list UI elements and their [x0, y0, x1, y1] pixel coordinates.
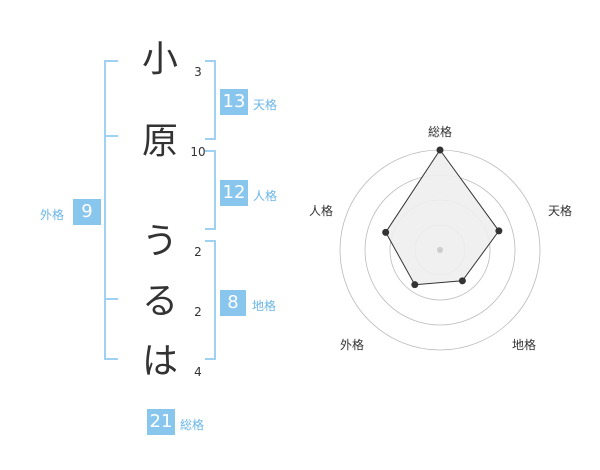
radar-label-gai: 外格 — [340, 338, 365, 352]
outer-bracket-mid-bottom — [104, 298, 118, 300]
sou-kaku-value: 21 — [147, 409, 175, 435]
gai-kaku-label: 外格 — [40, 208, 65, 222]
outer-bracket-line — [104, 60, 106, 360]
stroke-count-5: 4 — [194, 365, 202, 379]
chi-bracket-bottom — [205, 358, 216, 360]
name-char-4: る — [141, 281, 178, 322]
name-char-3: う — [141, 221, 178, 262]
radar-area — [385, 149, 500, 286]
stroke-count-4: 2 — [194, 305, 202, 319]
radar-point-1 — [495, 227, 503, 235]
radar-label-jin: 人格 — [309, 204, 334, 218]
radar-points — [382, 146, 503, 289]
name-char-5: は — [141, 341, 178, 382]
sou-kaku-label: 総格 — [180, 418, 205, 432]
ten-bracket-top — [205, 60, 216, 62]
jin-kaku-value: 12 — [220, 180, 248, 206]
radar-point-3 — [411, 281, 419, 289]
outer-bracket-top — [104, 60, 118, 62]
stroke-count-2: 10 — [190, 145, 206, 159]
jin-bracket-bottom — [205, 228, 216, 230]
radar-point-0 — [436, 146, 444, 154]
jin-bracket-line — [214, 150, 216, 230]
stroke-count-1: 3 — [194, 65, 202, 79]
jin-kaku-label: 人格 — [253, 189, 278, 203]
chi-kaku-label: 地格 — [252, 299, 277, 313]
radar-label-ten: 天格 — [548, 204, 573, 218]
radar-label-sou: 総格 — [428, 125, 453, 139]
radar-center-dot — [437, 247, 443, 253]
ten-kaku-value: 13 — [220, 89, 248, 115]
gai-kaku-value: 9 — [73, 199, 101, 225]
stroke-count-3: 2 — [194, 245, 202, 259]
ten-kaku-label: 天格 — [253, 98, 278, 112]
ten-bracket-bottom — [205, 138, 216, 140]
chi-kaku-value: 8 — [220, 290, 246, 316]
radar-point-2 — [458, 277, 466, 285]
radar-label-chi: 地格 — [512, 338, 537, 352]
jin-bracket-top — [205, 150, 216, 152]
outer-bracket-mid-top — [104, 135, 118, 137]
radar-point-4 — [382, 228, 390, 236]
chi-bracket-top — [205, 240, 216, 242]
chi-bracket-line — [214, 240, 216, 360]
outer-bracket-bottom — [104, 358, 118, 360]
name-char-1: 小 — [141, 39, 178, 80]
ten-bracket-line — [214, 60, 216, 140]
name-char-2: 原 — [141, 121, 178, 162]
